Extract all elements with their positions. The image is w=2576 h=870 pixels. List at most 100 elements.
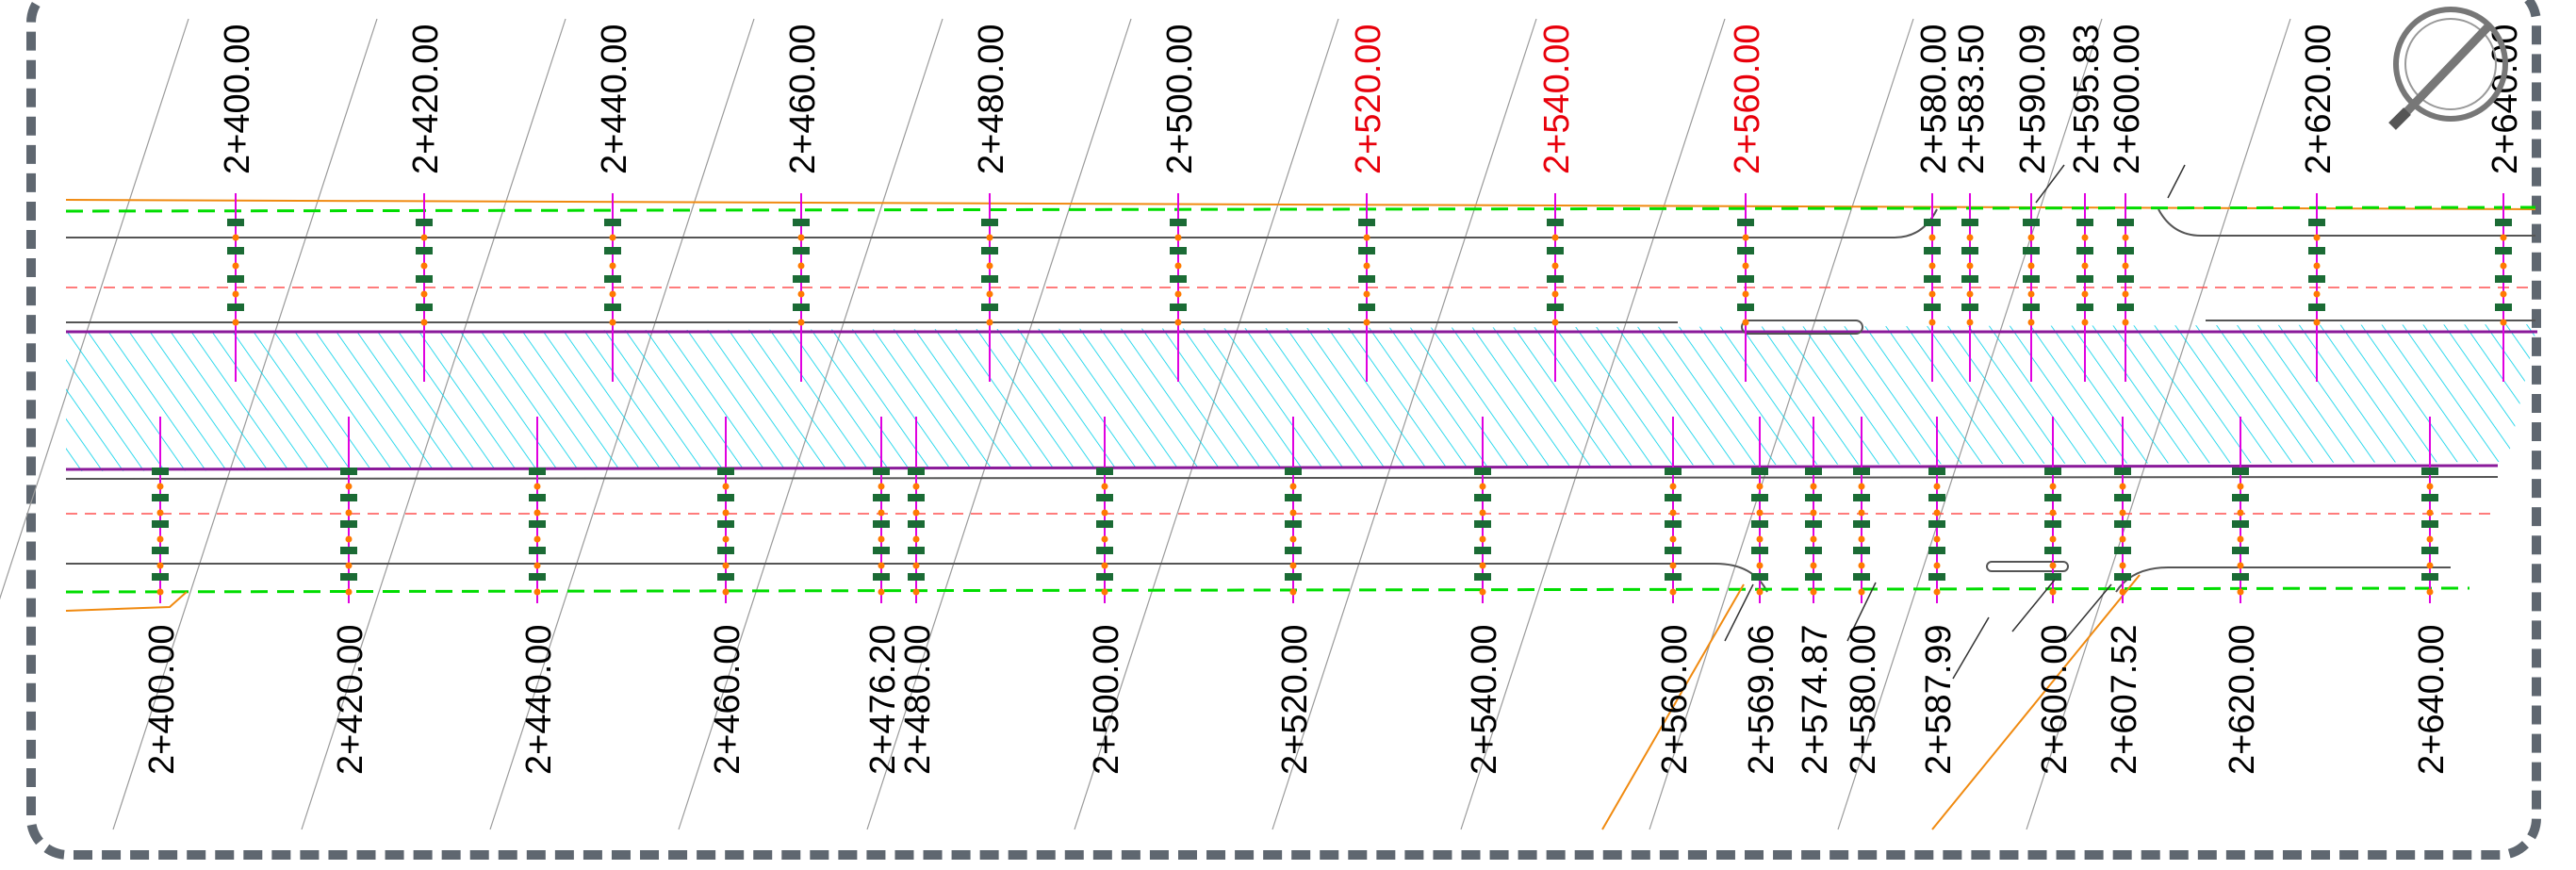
station-marker — [1961, 304, 1978, 311]
station-marker — [1096, 547, 1113, 554]
station-point — [2049, 535, 2057, 543]
station-point — [1966, 290, 1974, 298]
station-marker — [717, 547, 734, 554]
station-point — [533, 562, 541, 569]
station-marker — [981, 304, 998, 311]
station-marker — [908, 468, 925, 475]
bottom-station-label: 2+620.00 — [2223, 624, 2262, 775]
station-marker — [604, 275, 621, 283]
station-point — [1933, 509, 1941, 517]
station-point — [1289, 588, 1297, 596]
station-point — [1551, 234, 1559, 241]
station-marker — [1358, 275, 1375, 283]
station-point — [420, 290, 428, 298]
station-point — [1810, 588, 1817, 596]
station-marker — [2076, 219, 2093, 226]
station-point — [912, 562, 920, 569]
station-point — [2081, 234, 2089, 241]
bottom-station-label: 2+540.00 — [1465, 624, 1504, 775]
station-point — [1174, 319, 1182, 326]
station-point — [1756, 588, 1764, 596]
station-marker — [2114, 520, 2131, 528]
station-point — [1363, 290, 1370, 298]
station-point — [2081, 262, 2089, 270]
station-marker — [2117, 219, 2134, 226]
station-marker — [1737, 219, 1754, 226]
bottom-station-label: 2+560.00 — [1655, 624, 1695, 775]
station-marker — [529, 573, 546, 581]
station-point — [1289, 535, 1297, 543]
station-point — [533, 588, 541, 596]
station-point — [722, 562, 730, 569]
top-station-tick — [1737, 193, 1754, 382]
station-point — [2049, 483, 2057, 490]
station-point — [1756, 509, 1764, 517]
station-marker — [717, 494, 734, 501]
station-point — [2237, 562, 2244, 569]
bottom-station-tick — [873, 417, 890, 603]
bottom-station-tick — [1805, 417, 1822, 603]
station-point — [722, 588, 730, 596]
station-marker — [1737, 275, 1754, 283]
green-dashed-bottom — [65, 586, 2470, 594]
top-station-label: 2+560.00 — [1728, 24, 1767, 174]
station-point — [345, 509, 353, 517]
station-point — [1858, 483, 1865, 490]
station-point — [722, 535, 730, 543]
station-marker — [1285, 468, 1302, 475]
station-point — [345, 535, 353, 543]
station-point — [1928, 262, 1936, 270]
orange-boundary-top — [65, 199, 2536, 210]
station-point — [722, 509, 730, 517]
top-station-label: 2+540.00 — [1537, 24, 1577, 174]
station-point — [2119, 483, 2126, 490]
bottom-station-label: 2+580.00 — [1844, 624, 1883, 775]
station-point — [2122, 290, 2129, 298]
station-marker — [2495, 275, 2512, 283]
compass-north-arrow-icon — [2388, 7, 2508, 130]
station-point — [1966, 262, 1974, 270]
top-station-tick — [1961, 193, 1978, 382]
station-point — [1810, 483, 1817, 490]
station-marker — [416, 219, 433, 226]
station-marker — [2076, 304, 2093, 311]
station-marker — [416, 304, 433, 311]
station-marker — [340, 468, 357, 475]
station-point — [1756, 562, 1764, 569]
station-marker — [2421, 494, 2438, 501]
station-point — [156, 509, 164, 517]
station-point — [533, 483, 541, 490]
station-point — [2426, 535, 2434, 543]
station-marker — [1737, 304, 1754, 311]
leader-lines — [1724, 164, 2186, 680]
bottom-station-tick — [1665, 417, 1682, 603]
station-point — [1928, 319, 1936, 326]
hatched-strip — [66, 324, 2537, 471]
station-point — [232, 234, 239, 241]
station-marker — [793, 247, 810, 254]
station-marker — [908, 547, 925, 554]
station-marker — [1665, 494, 1682, 501]
station-point — [1810, 535, 1817, 543]
bottom-station-ticks — [152, 417, 2438, 603]
station-marker — [1751, 468, 1768, 475]
station-point — [1742, 319, 1749, 326]
station-point — [1933, 483, 1941, 490]
station-marker — [2495, 219, 2512, 226]
station-marker — [908, 573, 925, 581]
station-marker — [604, 304, 621, 311]
bottom-station-tick — [908, 417, 925, 603]
station-point — [1101, 483, 1108, 490]
station-marker — [1474, 468, 1491, 475]
station-marker — [2076, 275, 2093, 283]
station-marker — [152, 468, 169, 475]
station-point — [2313, 290, 2321, 298]
bottom-station-tick — [1285, 417, 1302, 603]
station-point — [420, 319, 428, 326]
station-marker — [908, 520, 925, 528]
station-marker — [793, 275, 810, 283]
station-point — [2500, 290, 2507, 298]
station-point — [1551, 262, 1559, 270]
station-point — [1289, 483, 1297, 490]
station-marker — [908, 494, 925, 501]
